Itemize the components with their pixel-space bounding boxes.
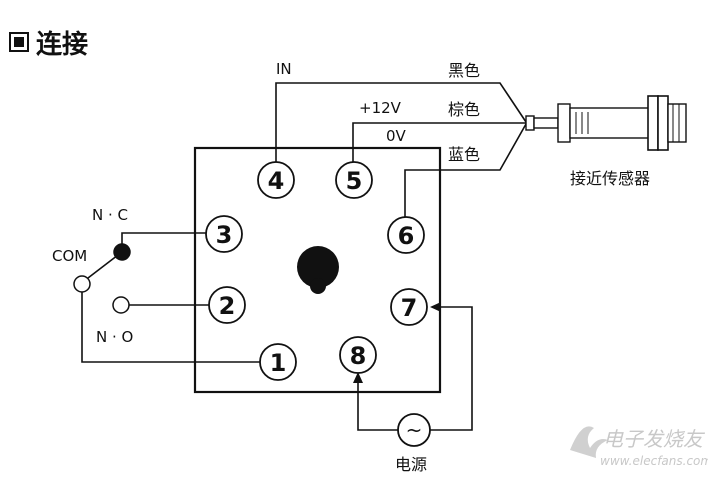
label-black: 黑色 [448, 61, 480, 80]
pin-8-label: 8 [350, 342, 367, 370]
proximity-sensor-icon [525, 95, 687, 151]
pin-8: 8 [339, 336, 377, 374]
pin-6-label: 6 [398, 222, 415, 250]
pin-7: 7 [390, 288, 428, 326]
no-terminal [112, 296, 130, 314]
watermark-cn: 电子发烧友 [603, 427, 706, 451]
pin-3-label: 3 [216, 221, 233, 249]
contact-wires [81, 232, 260, 363]
section-title: 连接 [36, 30, 88, 60]
com-terminal [73, 275, 91, 293]
pin8-arrow-icon [353, 372, 363, 383]
pin-2-label: 2 [219, 292, 236, 320]
title-group: 连接 [9, 30, 88, 60]
power-label: 电源 [395, 455, 427, 474]
pin7-arrow-icon [430, 302, 441, 312]
pin-3: 3 [205, 215, 243, 253]
watermark-url: www.elecfans.com [600, 454, 708, 468]
label-in: IN [276, 60, 292, 78]
label-blue: 蓝色 [448, 145, 480, 164]
label-no: N · O [96, 328, 133, 346]
label-brown: 棕色 [448, 100, 480, 119]
power-wires [353, 302, 473, 431]
label-0v: 0V [386, 127, 407, 145]
pin-1-label: 1 [270, 349, 287, 377]
pin-1: 1 [259, 343, 297, 381]
title-square-icon [9, 32, 29, 52]
pin-5-label: 5 [346, 167, 363, 195]
sensor-wires [275, 82, 527, 218]
pin-4: 4 [257, 161, 295, 199]
ac-symbol: ~ [406, 418, 423, 442]
nc-terminal [113, 243, 131, 261]
label-plus12v: +12V [359, 99, 402, 117]
title-square-inner [14, 37, 24, 47]
label-com: COM [52, 247, 87, 265]
pin-6: 6 [387, 216, 425, 254]
center-key [297, 246, 339, 294]
pin-2: 2 [208, 286, 246, 324]
pin-7-label: 7 [401, 294, 418, 322]
pin-5: 5 [335, 161, 373, 199]
watermark: 电子发烧友 www.elecfans.com [570, 426, 708, 468]
pin-4-label: 4 [268, 167, 285, 195]
ac-source: ~ [397, 413, 431, 447]
relay-socket-box [193, 146, 442, 394]
sensor-label: 接近传感器 [570, 169, 650, 188]
label-nc: N · C [92, 206, 128, 224]
watermark-logo-icon [570, 426, 608, 458]
